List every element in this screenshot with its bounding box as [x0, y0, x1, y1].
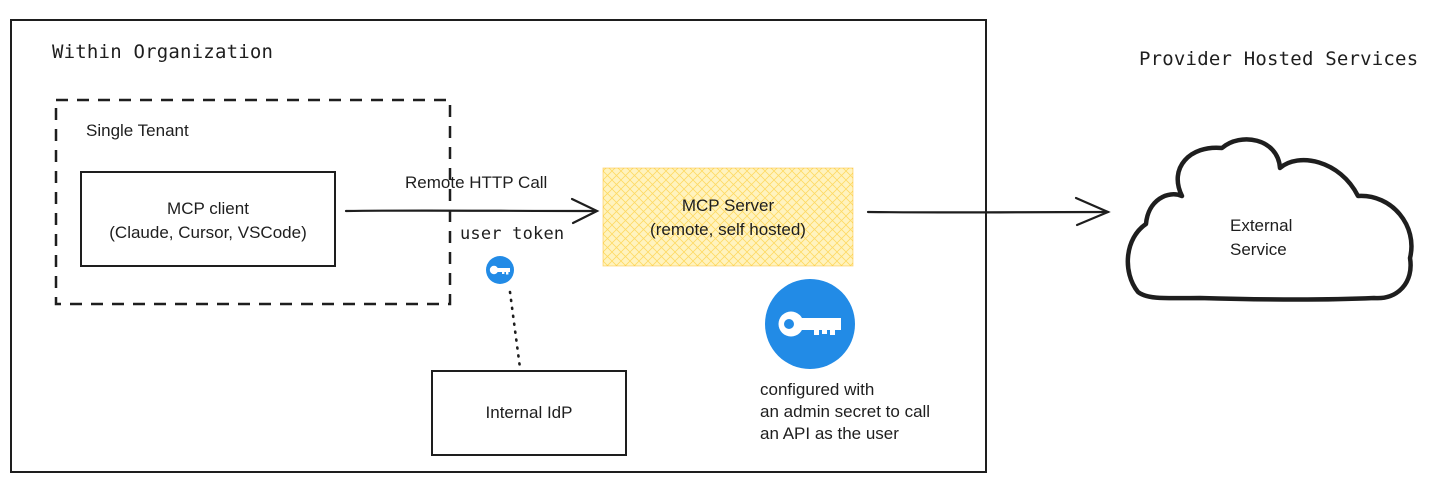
- mcp-server-detail: (remote, self hosted): [650, 220, 806, 239]
- user-token-key-icon: [486, 256, 514, 284]
- mcp-client-examples: (Claude, Cursor, VSCode): [109, 223, 307, 242]
- single-tenant-boundary: [54, 98, 452, 306]
- provider-label: Provider Hosted Services: [1139, 48, 1419, 70]
- admin-secret-note: configured with an admin secret to call …: [760, 379, 930, 445]
- organization-boundary: [10, 19, 987, 473]
- tenant-label: Single Tenant: [86, 121, 189, 140]
- internal-idp-box: [431, 370, 627, 456]
- token-idp-connector: [508, 290, 522, 370]
- remote-call-label: Remote HTTP Call: [405, 173, 548, 192]
- external-service-line2: Service: [1230, 240, 1287, 259]
- internal-idp-label: Internal IdP: [485, 403, 573, 422]
- user-token-label: user token: [460, 224, 565, 244]
- organization-label: Within Organization: [52, 41, 274, 63]
- mcp-server-label: MCP Server (remote, self hosted): [603, 194, 853, 242]
- external-call-arrow: [866, 196, 1111, 227]
- admin-secret-note-line1: configured with: [760, 380, 875, 399]
- mcp-client-label: MCP client (Claude, Cursor, VSCode): [81, 197, 335, 245]
- admin-secret-note-line3: an API as the user: [760, 424, 899, 443]
- remote-call-arrow: [344, 197, 600, 225]
- mcp-server-box: [602, 167, 854, 267]
- mcp-server-name: MCP Server: [681, 196, 775, 215]
- external-service-label: External Service: [1230, 214, 1292, 262]
- admin-secret-key-icon: [765, 279, 855, 369]
- cloud-icon: [1125, 137, 1414, 302]
- mcp-client-box: [80, 171, 336, 267]
- mcp-client-name: MCP client: [167, 199, 249, 218]
- external-service-line1: External: [1230, 216, 1293, 235]
- admin-secret-note-line2: an admin secret to call: [760, 402, 931, 421]
